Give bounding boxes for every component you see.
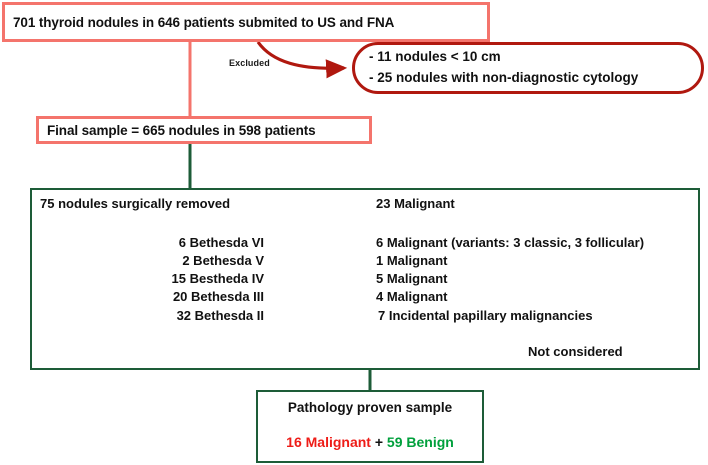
bethesda-row-4-left: 32 Bethesda II [176, 308, 264, 323]
pathology-title: Pathology proven sample [287, 400, 453, 415]
bethesda-row-3-left: 20 Bethesda III [172, 289, 264, 304]
pathology-plus: + [374, 434, 384, 450]
excluded-item-0: - 11 nodules < 10 cm [369, 49, 501, 65]
bethesda-row-3-right: 4 Malignant [376, 289, 448, 304]
bethesda-row-1-left: 2 Bethesda V [182, 253, 264, 268]
bethesda-row-1-right: 1 Malignant [376, 253, 448, 268]
bethesda-row-0-right: 6 Malignant (variants: 3 classic, 3 foll… [376, 235, 645, 250]
bethesda-row-2-left: 15 Bestheda IV [171, 271, 265, 286]
pathology-malignant: 16 Malignant [286, 434, 371, 450]
not-considered-text: Not considered [528, 344, 623, 359]
excluded-label: Excluded [229, 58, 270, 68]
final-sample-text: Final sample = 665 nodules in 598 patien… [47, 122, 316, 138]
pathology-summary: 16 Malignant + 59 Benign [256, 434, 484, 450]
bethesda-row-4-right: 7 Incidental papillary malignancies [378, 308, 593, 323]
pathology-benign: 59 Benign [386, 434, 454, 450]
bethesda-row-0-left: 6 Bethesda VI [178, 235, 264, 250]
surgery-header-left: 75 nodules surgically removed [40, 196, 231, 211]
top-cohort-text: 701 thyroid nodules in 646 patients subm… [13, 14, 395, 30]
excluded-box: - 11 nodules < 10 cm - 25 nodules with n… [352, 42, 704, 94]
surgery-header-right: 23 Malignant [376, 196, 455, 211]
surgery-box [30, 188, 700, 370]
pathology-box [256, 390, 484, 463]
excluded-curved-arrow [256, 41, 348, 79]
final-sample-box: Final sample = 665 nodules in 598 patien… [36, 116, 372, 144]
top-cohort-box: 701 thyroid nodules in 646 patients subm… [2, 2, 490, 42]
excluded-item-1: - 25 nodules with non-diagnostic cytolog… [369, 70, 639, 85]
bethesda-row-2-right: 5 Malignant [376, 271, 448, 286]
